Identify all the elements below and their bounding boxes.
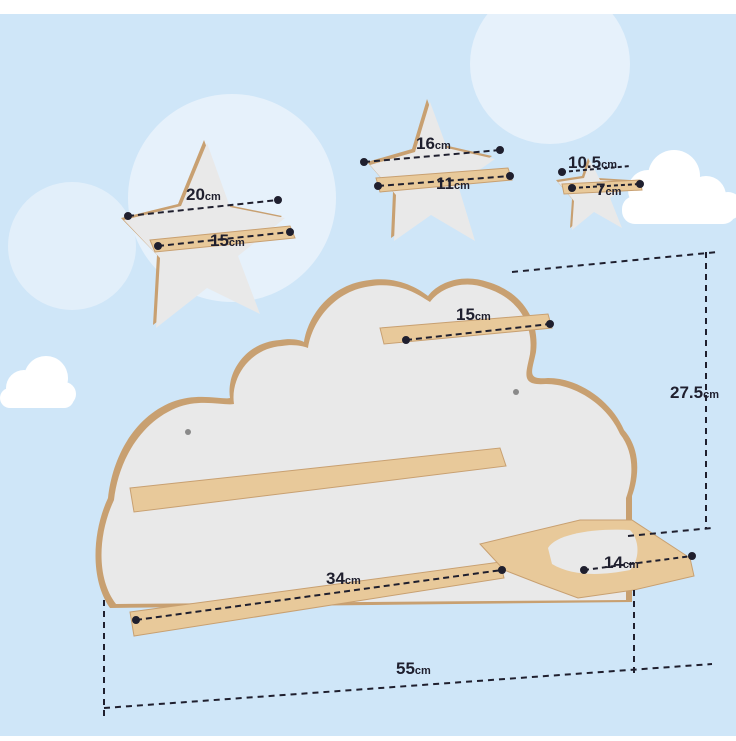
cloud-decoration-left <box>0 356 76 408</box>
label-star-small-width: 10.5cm <box>568 153 617 172</box>
label-total-width: 55cm <box>396 659 431 678</box>
label-star-small-shelf: 7cm <box>596 180 622 199</box>
label-star-large-shelf: 15cm <box>210 231 245 250</box>
bottom-shelf <box>129 561 505 637</box>
label-star-large-width: 20cm <box>186 185 221 204</box>
top-shelf <box>379 313 553 345</box>
cloud-decoration-right <box>622 150 736 224</box>
dimension-lines <box>103 146 719 718</box>
label-cloud-bottom-shelf: 34cm <box>326 569 361 588</box>
label-star-medium-shelf: 11cm <box>436 174 470 193</box>
middle-shelf <box>129 447 507 513</box>
cloud-shelf <box>95 278 695 637</box>
label-cloud-side-shelf: 14cm <box>604 553 639 572</box>
label-cloud-top-shelf: 15cm <box>456 305 491 324</box>
star-shelf-medium <box>367 99 513 241</box>
side-holder <box>479 519 695 599</box>
label-star-medium-width: 16cm <box>416 134 451 153</box>
label-total-height: 27.5cm <box>670 383 719 402</box>
dimension-labels: 20cm 15cm 16cm 11cm 10.5cm 7cm 15cm 34cm… <box>186 134 719 678</box>
